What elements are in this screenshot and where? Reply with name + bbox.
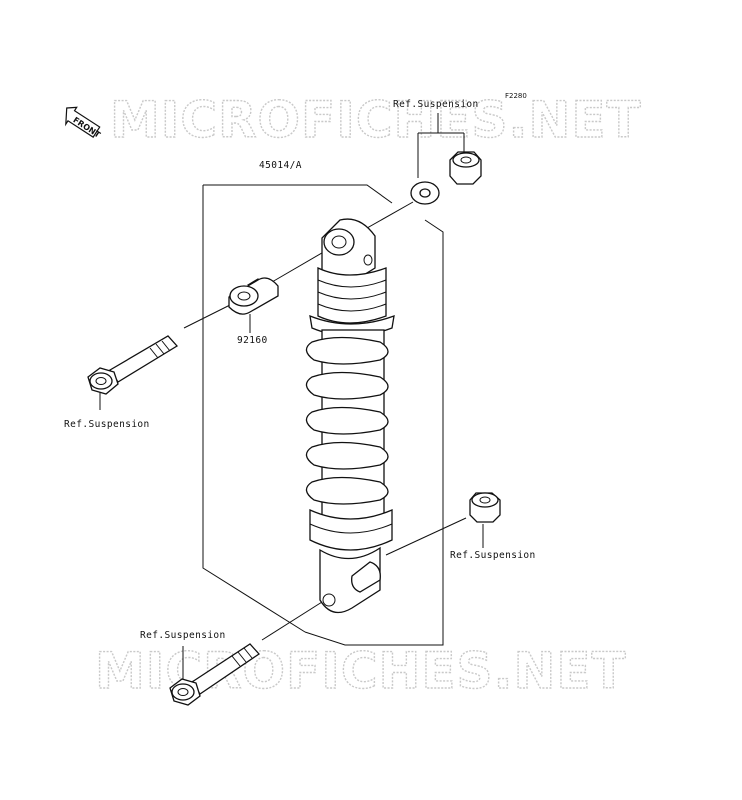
bolt-bottom-icon bbox=[169, 643, 260, 706]
bolt-left-icon bbox=[87, 335, 179, 395]
figure-code: F2280 bbox=[505, 92, 527, 100]
assembly-bracket-top bbox=[203, 184, 393, 204]
axis-line-lower-left bbox=[261, 601, 323, 641]
nut-right-icon bbox=[469, 492, 501, 523]
axis-line-lower-right bbox=[385, 517, 467, 556]
axis-line-upper-right bbox=[359, 201, 414, 233]
assembly-bracket-right bbox=[304, 219, 444, 646]
washer-icon bbox=[410, 181, 440, 205]
label-ref-top: Ref.Suspension bbox=[393, 99, 479, 110]
nut-top-icon bbox=[449, 151, 482, 185]
label-ref-left: Ref.Suspension bbox=[64, 419, 150, 430]
shock-absorber-icon bbox=[305, 218, 395, 614]
axis-line-upper-left bbox=[271, 249, 328, 283]
label-collar: 92160 bbox=[237, 335, 268, 346]
axis-line-collar-bolt bbox=[183, 303, 233, 329]
ref-top-bracket bbox=[417, 113, 465, 178]
label-ref-right: Ref.Suspension bbox=[450, 550, 536, 561]
front-arrow-icon: FRONT bbox=[65, 106, 102, 140]
assembly-bracket-left bbox=[202, 185, 306, 633]
collar-icon bbox=[228, 277, 279, 315]
label-ref-bottom: Ref.Suspension bbox=[140, 630, 226, 641]
label-assembly: 45014/A bbox=[259, 160, 302, 171]
watermark-top: MICROFICHES.NET bbox=[110, 91, 642, 149]
